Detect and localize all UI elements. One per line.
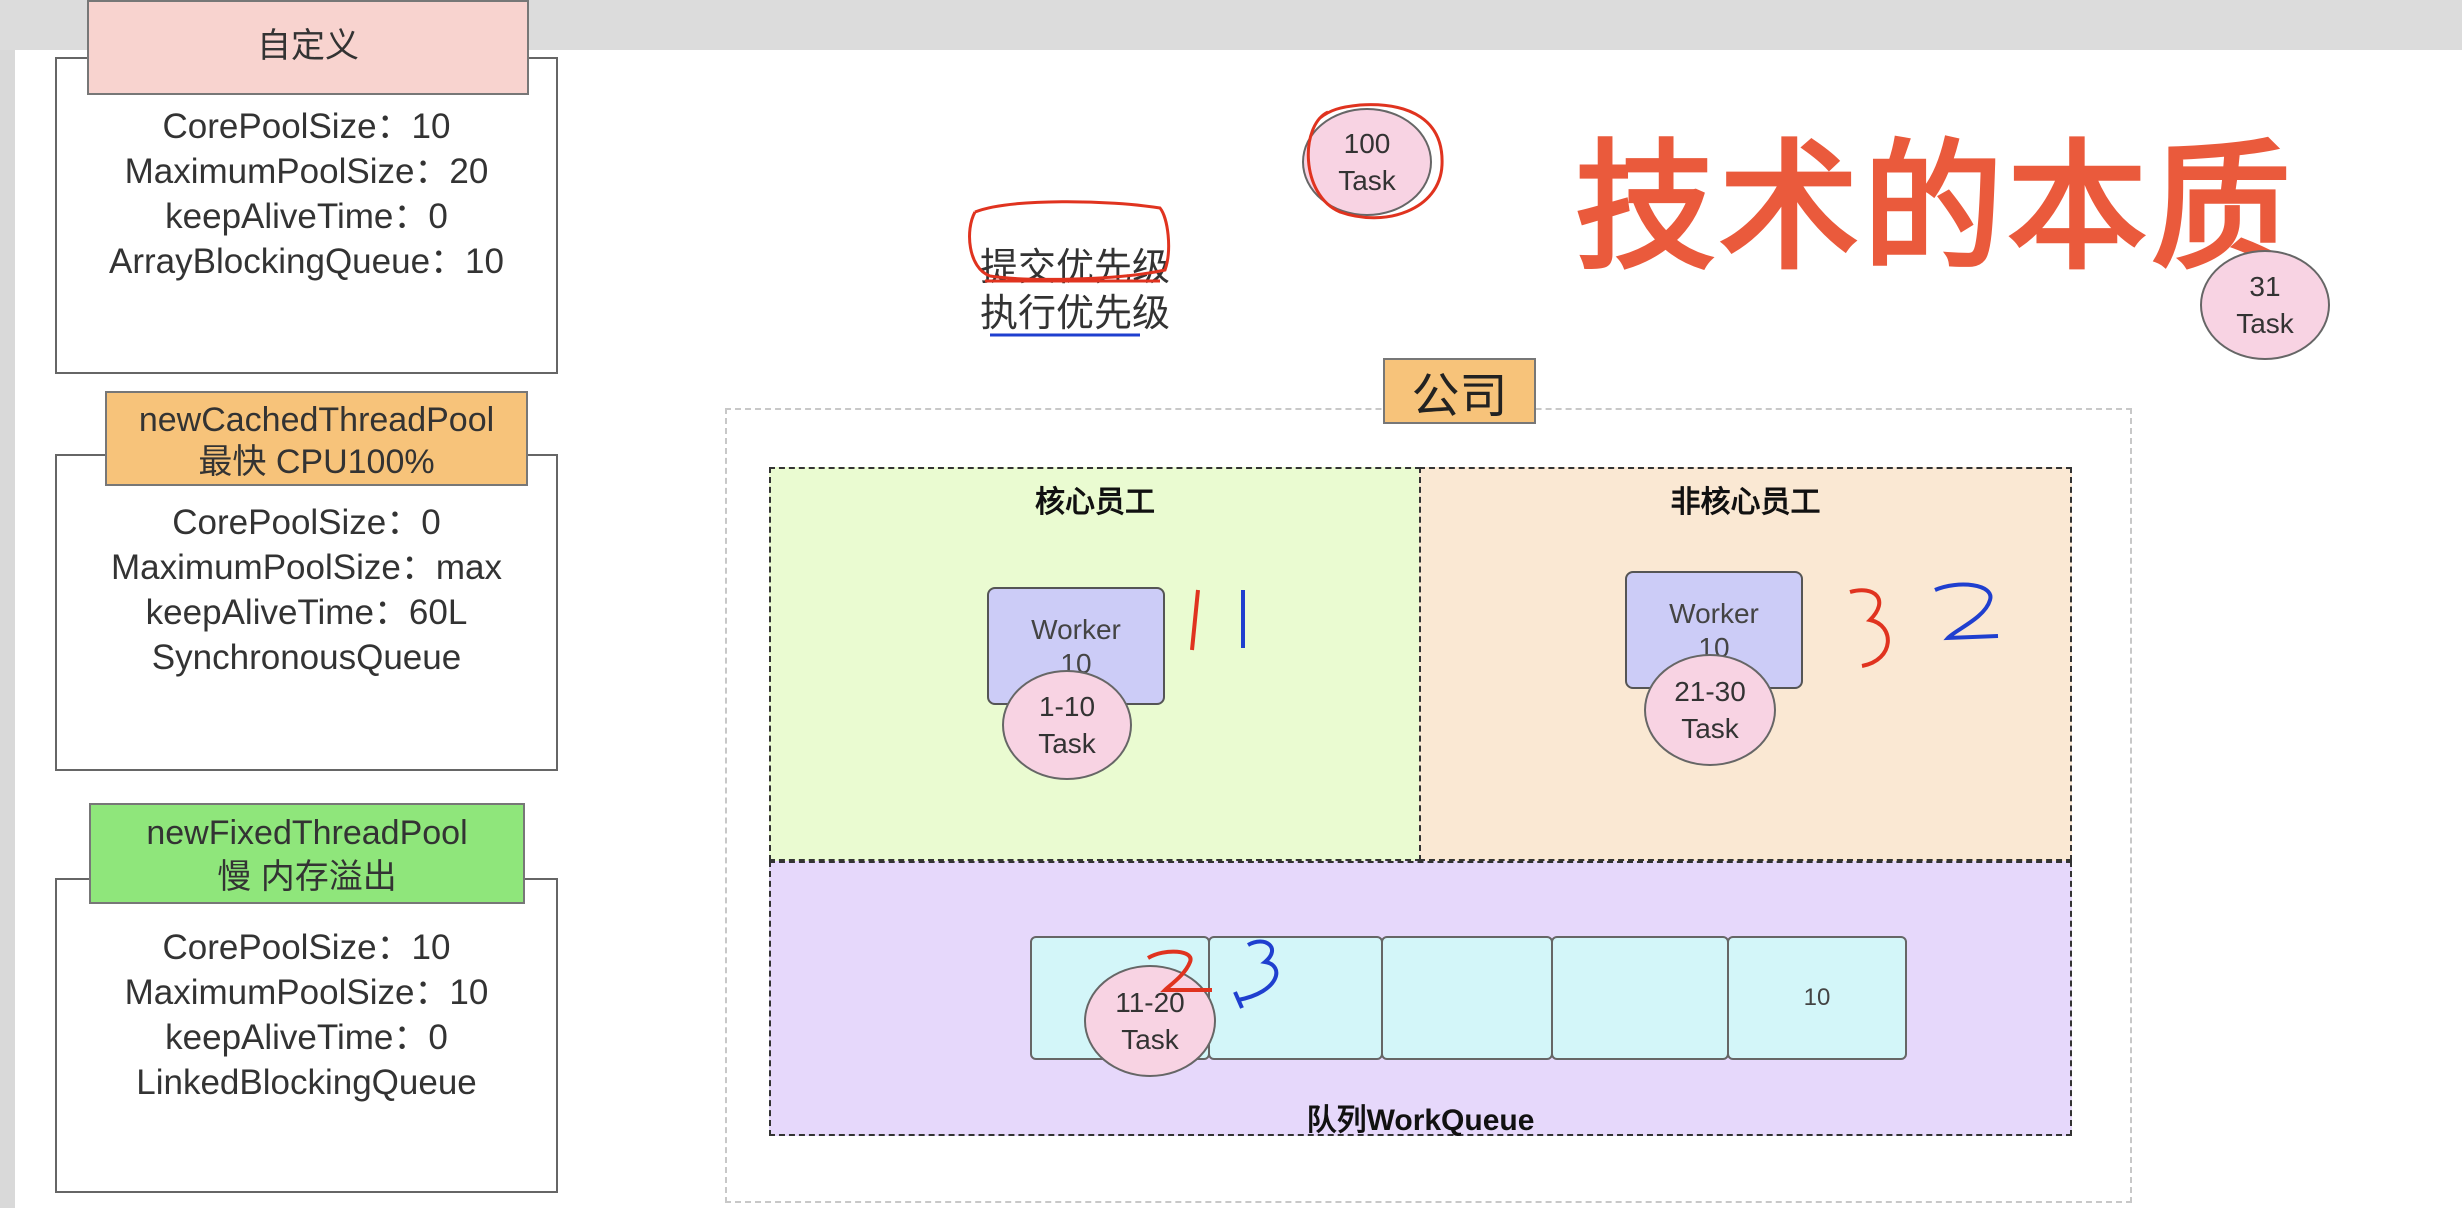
task-label: Task [1681,713,1739,744]
queue-slot-label: 10 [1803,984,1831,1011]
custom-label-text: 自定义 [257,27,359,65]
core-worker: Worker 10 [987,587,1165,705]
cached-pool-label-name: newCachedThreadPool [138,401,495,439]
worker-label: Worker [1031,614,1121,645]
company-label: 公司 [1383,358,1536,424]
task-label: Task [1038,728,1096,759]
queue-slot [1208,936,1383,1060]
exec-priority-note: 执行优先级 [980,293,1171,335]
cached-pool-label-note: 最快 CPU100% [198,443,435,481]
incoming-task-circle: 100 Task [1302,108,1432,216]
config-line: keepAliveTime：0 [165,1018,448,1057]
task-label: Task [2236,308,2294,339]
config-line: ArrayBlockingQueue：10 [109,242,504,281]
task-count: 11-20 [1115,987,1185,1018]
config-line: SynchronousQueue [151,638,462,677]
config-line: keepAliveTime：60L [145,593,468,632]
fixed-pool-label: newFixedThreadPool 慢 内存溢出 [89,803,525,904]
noncore-employee-zone: 非核心员工 [1419,467,2072,861]
custom-config-panel: CorePoolSize：10 MaximumPoolSize：20 keepA… [55,57,558,374]
config-line: CorePoolSize：0 [172,503,441,542]
cached-pool-label: newCachedThreadPool 最快 CPU100% [105,391,528,486]
config-line: MaximumPoolSize：max [111,548,502,587]
fixed-pool-label-name: newFixedThreadPool [146,814,468,852]
task-count: 100 [1343,128,1391,159]
config-line: CorePoolSize：10 [162,928,451,967]
page-title: 技术的本质 [1575,127,2296,290]
config-line: LinkedBlockingQueue [136,1063,477,1102]
core-zone-title: 核心员工 [1035,486,1155,519]
config-line: MaximumPoolSize：20 [124,152,489,191]
task-label: Task [1338,165,1396,196]
custom-label: 自定义 [87,0,529,95]
task-count: 21-30 [1674,676,1746,707]
config-line: keepAliveTime：0 [165,197,448,236]
noncore-task-circle: 21-30 Task [1644,654,1776,766]
rejected-task-circle: 31 Task [2200,250,2330,360]
worker-label: Worker [1669,598,1759,629]
queue-slot [1381,936,1553,1060]
core-task-circle: 1-10 Task [1002,670,1132,780]
queue-task-circle: 11-20 Task [1084,965,1216,1077]
fixed-pool-panel: CorePoolSize：10 MaximumPoolSize：10 keepA… [55,878,558,1193]
config-line: CorePoolSize：10 [162,107,451,146]
cached-pool-panel: CorePoolSize：0 MaximumPoolSize：max keepA… [55,454,558,771]
noncore-zone-title: 非核心员工 [1670,486,1821,519]
queue-zone-title: 队列WorkQueue [1306,1104,1535,1137]
fixed-pool-label-note: 慢 内存溢出 [217,858,397,896]
queue-slot: 10 [1727,936,1907,1060]
task-count: 1-10 [1038,691,1096,722]
task-label: Task [1121,1024,1179,1055]
task-count: 31 [2249,271,2281,302]
queue-slot [1551,936,1729,1060]
config-line: MaximumPoolSize：10 [124,973,489,1012]
